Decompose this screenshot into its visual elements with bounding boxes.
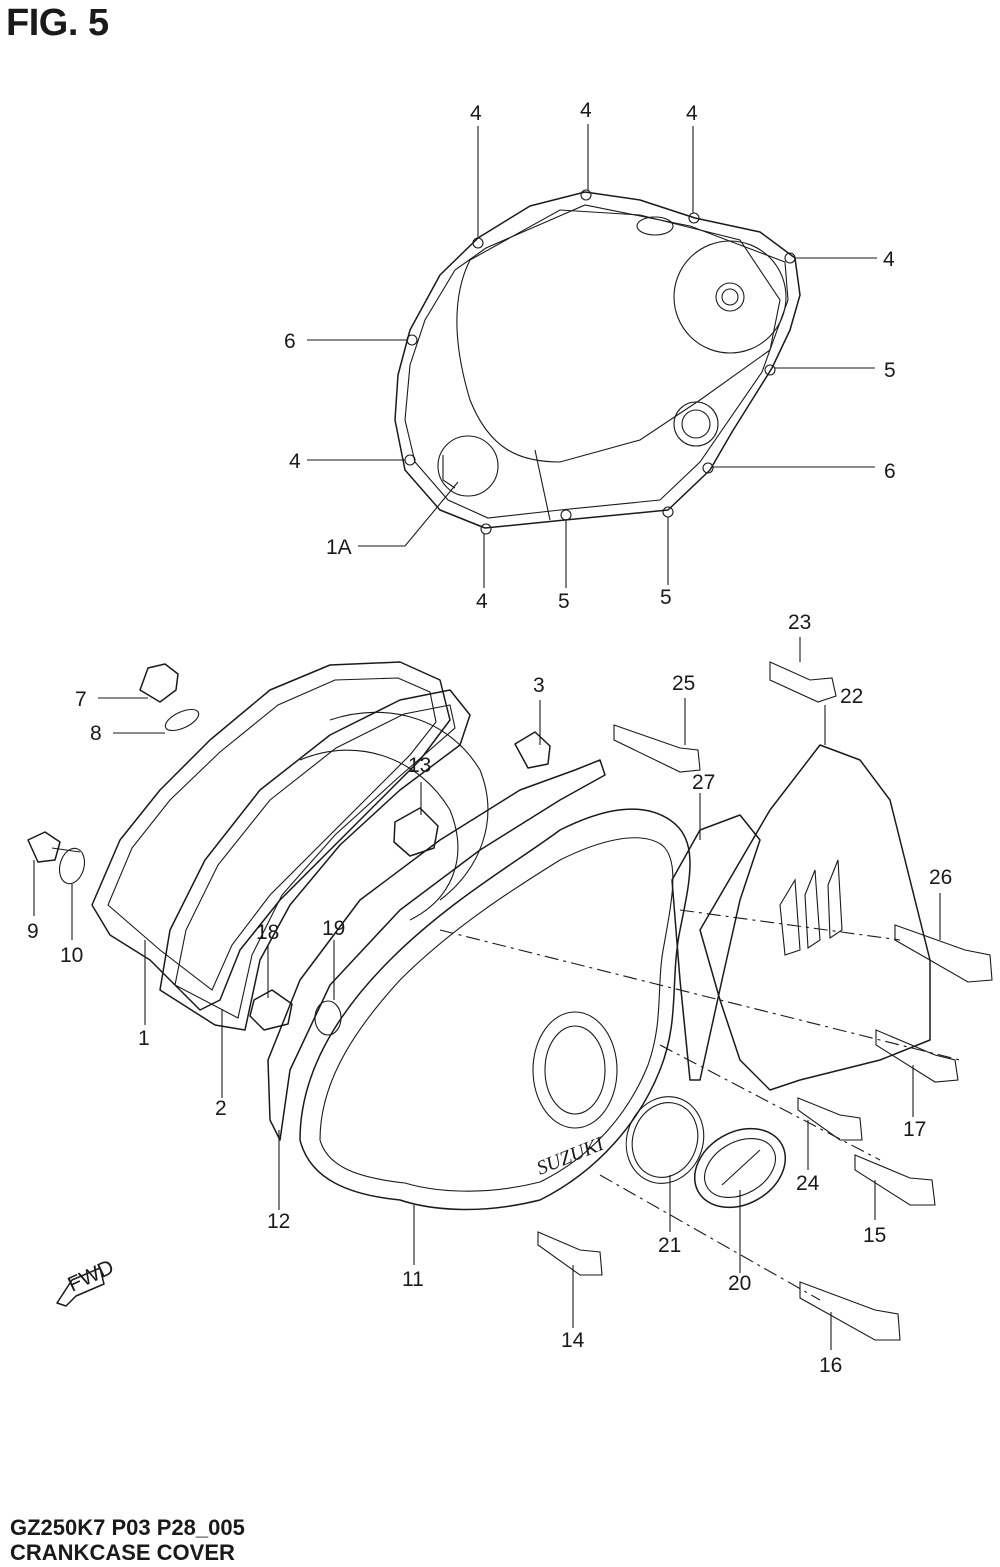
svg-text:SUZUKI: SUZUKI: [534, 1133, 608, 1180]
callout-1a: 1A: [326, 536, 352, 559]
clutch-cover-drawing: [394, 189, 801, 535]
callout-16: 16: [819, 1354, 842, 1377]
callout-4: 4: [470, 102, 482, 125]
callout-11: 11: [402, 1268, 424, 1291]
callout-25: 25: [672, 672, 695, 695]
callout-8: 8: [90, 722, 102, 745]
crankcase-cover-drawing: SUZUKI: [27, 661, 993, 1341]
callout-13: 13: [408, 754, 431, 777]
diagram-code: GZ250K7 P03 P28_005: [10, 1515, 245, 1540]
callout-23: 23: [788, 611, 811, 634]
callout-2: 2: [215, 1097, 227, 1120]
callout-5: 5: [558, 590, 570, 613]
callout-24: 24: [796, 1172, 820, 1195]
callout-5: 5: [660, 586, 672, 609]
callout-7: 7: [75, 688, 87, 711]
callout-12: 12: [267, 1210, 290, 1233]
callout-9: 9: [27, 920, 39, 943]
callout-19: 19: [322, 917, 345, 940]
callout-5: 5: [884, 359, 896, 382]
callout-6: 6: [284, 330, 296, 353]
diagram-name: CRANKCASE COVER: [10, 1540, 235, 1565]
callout-4: 4: [476, 590, 488, 613]
callout-17: 17: [903, 1118, 926, 1141]
callout-4: 4: [580, 99, 592, 122]
callout-4: 4: [686, 102, 698, 125]
callout-3: 3: [533, 674, 545, 697]
fwd-arrow-icon: FWD: [56, 1255, 117, 1307]
callout-6: 6: [884, 460, 896, 483]
callout-27: 27: [692, 771, 715, 794]
figure-title: FIG. 5: [6, 2, 109, 44]
callout-26: 26: [929, 866, 952, 889]
callout-labels: 4 4 4 4 6 5 4 6 1A 4 5 5 7 8 9 10 1 2 3 …: [27, 99, 952, 1377]
callout-22: 22: [840, 685, 863, 708]
leader-lines: [33, 124, 941, 1350]
callout-14: 14: [561, 1329, 585, 1352]
callout-18: 18: [256, 921, 279, 944]
callout-20: 20: [728, 1272, 751, 1295]
callout-10: 10: [60, 944, 83, 967]
callout-4: 4: [883, 248, 895, 271]
callout-1: 1: [138, 1027, 150, 1050]
callout-15: 15: [863, 1224, 886, 1247]
callout-21: 21: [658, 1234, 681, 1257]
callout-4: 4: [289, 450, 301, 473]
